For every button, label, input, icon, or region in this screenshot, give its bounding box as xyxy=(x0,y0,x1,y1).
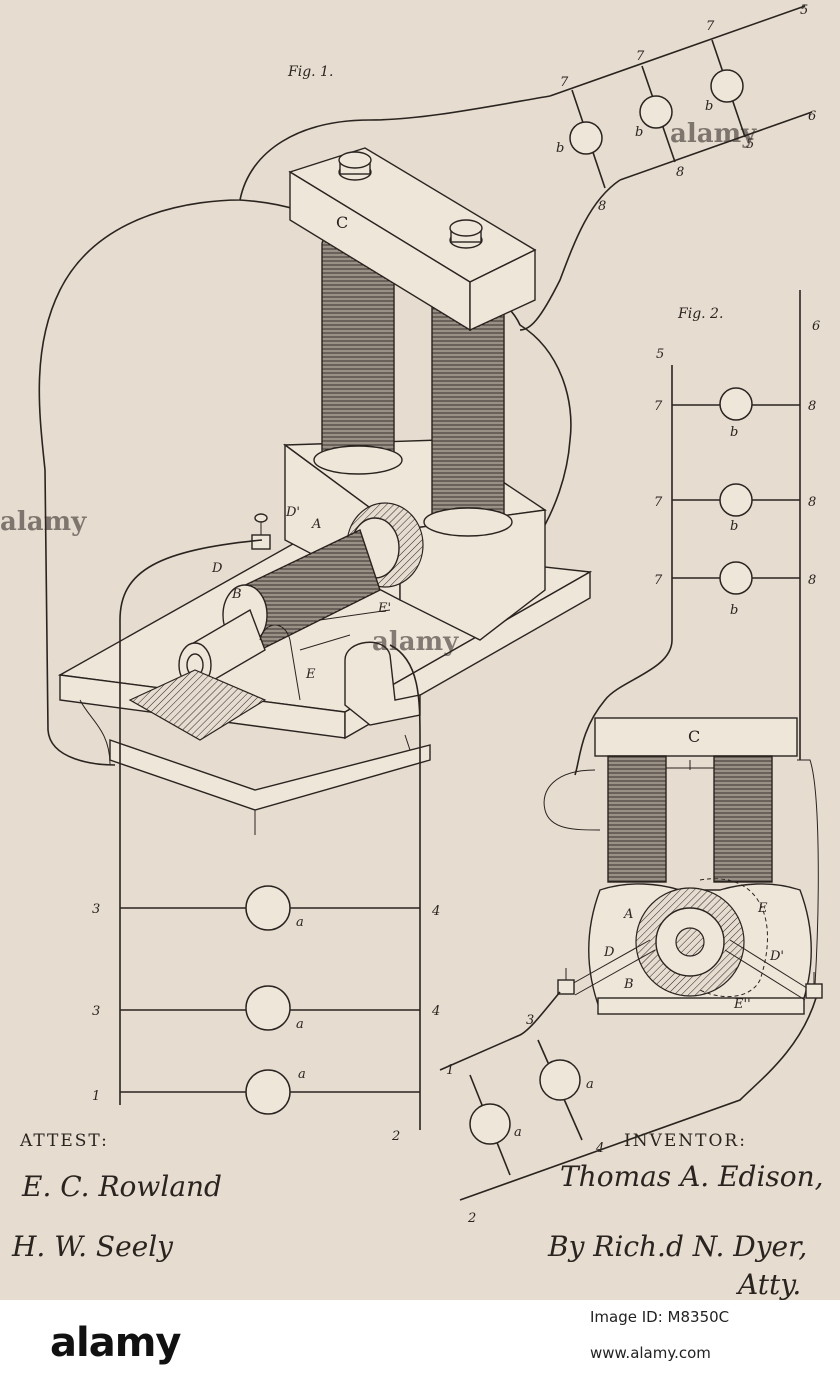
fig2-shaft-section xyxy=(676,928,704,956)
fig1-wire-number-7: 7 xyxy=(706,19,715,34)
fig1-field-coil-right xyxy=(432,300,504,530)
fig1-lamp-b2 xyxy=(640,96,672,128)
attest-label: ATTEST: xyxy=(19,1131,109,1151)
fig1-lamp-label-b: b xyxy=(635,125,643,140)
fig2-part-label-A: A xyxy=(623,907,633,922)
fig2-lamp-b2 xyxy=(720,484,752,516)
fig2-lamp-a2 xyxy=(540,1060,580,1100)
fig2-lamp-a1 xyxy=(470,1104,510,1144)
fig1-bolt-head-icon xyxy=(339,152,371,180)
fig1-part-label-D-prime: D' xyxy=(285,505,300,520)
attorney-signature: By Rich.d N. Dyer, xyxy=(547,1230,807,1263)
fig1-wire-number-5: 5 xyxy=(800,3,808,18)
fig1-wire-number-3: 3 xyxy=(92,902,100,917)
watermark: alamy xyxy=(0,507,87,537)
fig1-bolt-head-icon xyxy=(450,220,482,248)
fig1-lamp-label-a: a xyxy=(296,915,304,930)
fig2-wire-number-8: 8 xyxy=(808,573,816,588)
fig1-wire-number-4: 4 xyxy=(431,1004,440,1019)
fig2-wire-number-7: 7 xyxy=(654,399,663,414)
fig2-field-coil-right xyxy=(714,756,772,882)
fig2-part-label-E-double-prime: E'' xyxy=(733,997,751,1012)
fig2-wire-number-6: 6 xyxy=(812,319,820,334)
fig1-lamp-a1 xyxy=(246,886,290,930)
fig2-coil-connection xyxy=(666,760,714,770)
fig2-wire-number-8: 8 xyxy=(808,495,816,510)
fig1-wire-number-7: 7 xyxy=(560,75,569,90)
witness-signature-2: H. W. Seely xyxy=(11,1230,174,1263)
fig1-coil-right-base xyxy=(424,508,512,536)
fig1-wire-number-6: 6 xyxy=(808,109,816,124)
fig2-part-label-D-prime: D' xyxy=(769,949,784,964)
fig1-part-label-E-prime: E' xyxy=(377,601,391,616)
witness-signature-1: E. C. Rowland xyxy=(21,1170,222,1203)
patent-drawing: Fig. 1. b b b 7 7 7 8 8 5 5 6 C xyxy=(0,0,840,1300)
fig1-terminal-clamp xyxy=(252,514,270,549)
fig1-top-bus-5 xyxy=(550,6,805,96)
fig1-part-label-C: C xyxy=(336,213,348,232)
inventor-signature: Thomas A. Edison, xyxy=(560,1160,824,1193)
fig2-wire-number-5: 5 xyxy=(656,347,664,362)
fig1-wire-number-3: 3 xyxy=(92,1004,100,1019)
fig2-field-coil-left xyxy=(608,756,666,882)
fig1-wire-number-8: 8 xyxy=(676,165,684,180)
fig2-wire-number-8: 8 xyxy=(808,399,816,414)
fig1-lamp-b3 xyxy=(711,70,743,102)
fig1-part-label-A: A xyxy=(311,517,321,532)
fig1-wire-number-4: 4 xyxy=(431,904,440,919)
fig2-lamp-label-a: a xyxy=(586,1077,594,1092)
fig1-lamp-label-a: a xyxy=(296,1017,304,1032)
fig1-wire-number-8: 8 xyxy=(598,199,606,214)
fig1-part-label-D: D xyxy=(211,561,223,576)
fig2-part-label-C: C xyxy=(688,727,700,746)
fig2-lamp-label-b: b xyxy=(730,425,738,440)
watermark: alamy xyxy=(670,119,757,149)
fig2-wire-number-2: 2 xyxy=(467,1211,476,1226)
fig2-lamp-label-b: b xyxy=(730,519,738,534)
fig1-lower-platform xyxy=(110,740,430,810)
fig1-wire-number-1: 1 xyxy=(92,1089,100,1104)
fig2-wire-number-7: 7 xyxy=(654,495,663,510)
fig2-part-label-D: D xyxy=(603,945,615,960)
fig2-base xyxy=(598,998,804,1014)
footer-image-id: Image ID: M8350C xyxy=(590,1308,729,1326)
fig2-lamp-label-a: a xyxy=(514,1125,522,1140)
footer-url[interactable]: www.alamy.com xyxy=(590,1344,711,1362)
footer-brand-logo: alamy xyxy=(50,1320,180,1366)
attorney-title: Atty. xyxy=(735,1268,801,1300)
watermark: alamy xyxy=(372,627,459,657)
fig1-lamp-b1 xyxy=(570,122,602,154)
fig2-wire-number-7: 7 xyxy=(654,573,663,588)
fig2-wiring-loop-left xyxy=(544,770,600,830)
fig2-lamp-label-b: b xyxy=(730,603,738,618)
fig1-lamp-label-b: b xyxy=(705,99,713,114)
fig2-part-label-E: E xyxy=(757,901,768,916)
fig2-lower-wire-1 xyxy=(440,992,560,1070)
fig1-label: Fig. 1. xyxy=(287,64,333,80)
fig1-lamp-label-b: b xyxy=(556,141,564,156)
fig2-terminal-left xyxy=(558,968,574,994)
fig1-wire-number-2: 2 xyxy=(391,1129,400,1144)
fig2-label: Fig. 2. xyxy=(677,306,723,322)
fig1-lamp-a3 xyxy=(246,1070,290,1114)
fig2-wire-number-1: 1 xyxy=(446,1063,454,1078)
fig2-lamp-b1 xyxy=(720,388,752,420)
fig2-wire-number-4: 4 xyxy=(595,1141,604,1156)
fig1-part-label-E: E xyxy=(305,667,316,682)
stock-footer: alamy Image ID: M8350C www.alamy.com xyxy=(0,1300,840,1390)
fig1-lamp-label-a: a xyxy=(298,1067,306,1082)
inventor-label: INVENTOR: xyxy=(624,1131,747,1151)
fig2-wire-number-3: 3 xyxy=(526,1013,534,1028)
fig1-coil-left-base xyxy=(314,446,402,474)
patent-sheet: Fig. 1. b b b 7 7 7 8 8 5 5 6 C xyxy=(0,0,840,1300)
fig2-part-label-B: B xyxy=(623,977,634,992)
fig1-lamp-a2 xyxy=(246,986,290,1030)
fig1-part-label-B: B xyxy=(231,587,242,602)
fig1-wire-number-7: 7 xyxy=(636,49,645,64)
fig2-lamp-b3 xyxy=(720,562,752,594)
